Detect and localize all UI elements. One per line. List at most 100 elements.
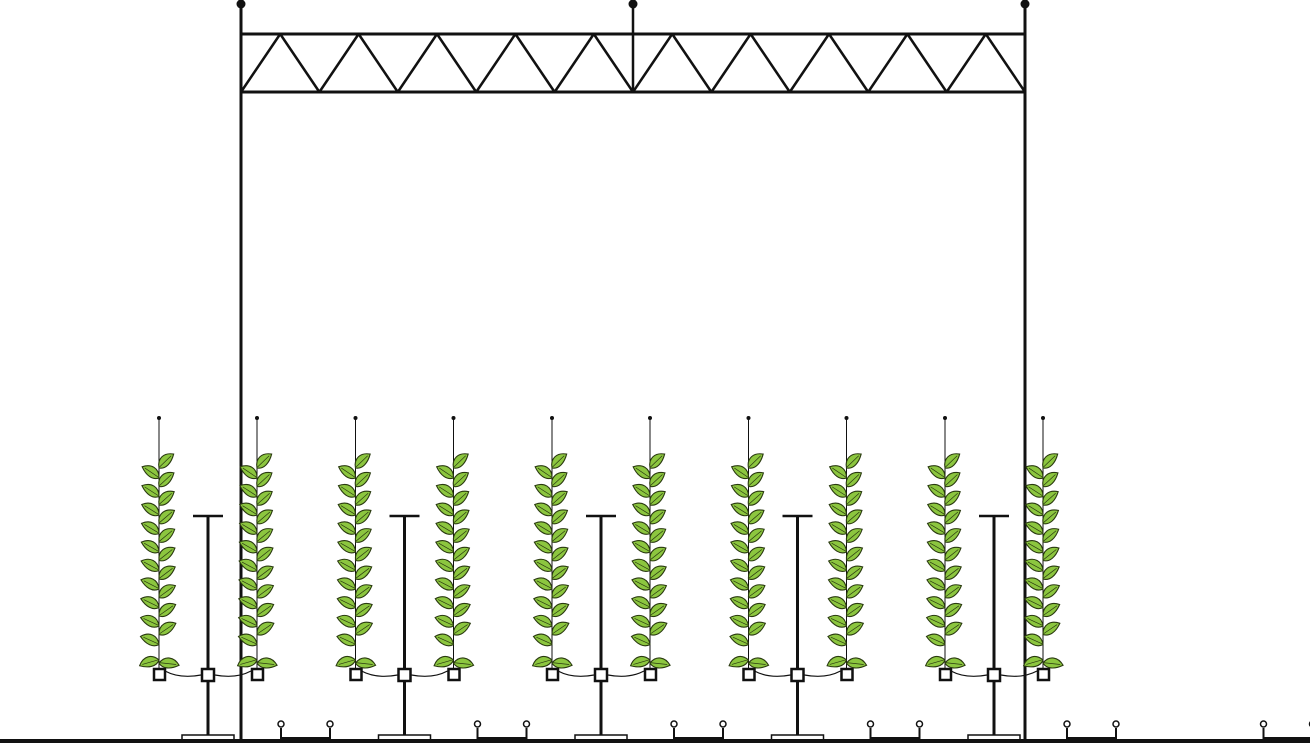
leaf-vein <box>257 586 271 597</box>
leaf <box>925 633 946 647</box>
leaf-vein <box>438 542 453 552</box>
truss-node <box>628 0 638 9</box>
leaf <box>649 546 667 562</box>
leaf-blade <box>944 453 961 469</box>
leaf <box>944 546 962 562</box>
leaf-vein <box>339 599 355 608</box>
leaf <box>435 540 455 554</box>
leaf <box>140 558 160 572</box>
leaf <box>238 558 258 572</box>
leaf-blade <box>729 577 750 591</box>
leaf-vein <box>635 505 650 515</box>
leaf-vein <box>748 605 763 616</box>
leaf-vein <box>241 561 257 571</box>
leaf <box>729 614 750 628</box>
leaf-vein <box>1027 636 1043 645</box>
leaf-vein <box>634 618 650 626</box>
leaf-vein <box>552 568 566 579</box>
leaf-vein <box>633 659 649 665</box>
leaf <box>238 596 258 610</box>
leaf-vein <box>552 511 566 523</box>
leaf <box>845 565 864 580</box>
leaf-vein <box>830 618 846 626</box>
leaf-vein <box>160 662 177 665</box>
leaf <box>845 490 863 506</box>
leaf-vein <box>143 542 159 552</box>
leaf <box>158 471 175 488</box>
leaf <box>828 521 848 535</box>
plant <box>236 416 278 682</box>
leaf-vein <box>733 486 748 496</box>
leaf <box>845 528 863 543</box>
leaf-blade <box>434 614 455 628</box>
growing-block <box>349 667 363 682</box>
pipe-clip <box>473 720 482 728</box>
leaf-vein <box>846 455 859 468</box>
leaf <box>452 657 475 669</box>
leaf-blade <box>434 577 455 591</box>
roof-truss <box>236 0 1030 94</box>
leaf <box>925 614 946 628</box>
leaf-vein <box>552 530 566 542</box>
leaf <box>256 546 274 562</box>
leaf <box>158 453 175 469</box>
leaf <box>828 502 848 517</box>
leaf <box>533 502 553 517</box>
leaf <box>730 540 750 554</box>
leaf-vein <box>731 659 748 665</box>
leaf-vein <box>438 524 453 533</box>
leaf <box>649 621 668 636</box>
leaf-vein <box>846 530 860 542</box>
truss-diagonal <box>906 33 948 93</box>
leaf <box>354 471 372 488</box>
leaf-vein <box>437 636 453 645</box>
leaf-blade <box>631 577 651 591</box>
leaf-vein <box>846 549 861 560</box>
leaf <box>140 521 160 535</box>
truss-diagonal <box>435 33 478 93</box>
leaf <box>632 465 651 480</box>
pipe-rail-fixture <box>1063 720 1120 739</box>
leaf <box>730 465 750 480</box>
leaf-vein <box>748 493 762 505</box>
leaf-blade <box>728 655 750 668</box>
leaf-blade <box>926 577 946 591</box>
leaf <box>730 521 750 535</box>
leaf <box>452 546 471 562</box>
leaf <box>236 655 258 668</box>
leaf-vein <box>242 486 257 496</box>
leaf-vein <box>159 586 173 597</box>
leaf-blade <box>1042 453 1059 469</box>
truss-diagonal <box>984 33 1027 93</box>
leaf <box>337 521 357 535</box>
leaf <box>256 603 275 618</box>
leaf <box>747 603 766 618</box>
leaf <box>533 577 553 591</box>
leaf <box>534 465 553 480</box>
leaf <box>1025 465 1044 480</box>
leaf <box>337 465 357 480</box>
growing-block <box>742 667 756 682</box>
leaf-vein <box>453 455 466 468</box>
leaf <box>354 603 373 618</box>
leaf <box>141 465 160 480</box>
leaf <box>827 577 848 591</box>
leaf <box>256 584 275 599</box>
leaf-vein <box>635 524 650 533</box>
leaf <box>730 483 750 498</box>
leaf-vein <box>634 542 650 552</box>
leaf-vein <box>552 455 565 468</box>
leaf-vein <box>536 561 552 571</box>
leaf-vein <box>355 530 369 542</box>
leaf-vein <box>355 511 369 523</box>
leaf-vein <box>929 618 945 626</box>
leaf <box>747 546 766 562</box>
leaf <box>237 614 258 628</box>
leaf-vein <box>831 542 846 552</box>
leaf-vein <box>930 467 945 478</box>
post-node <box>790 667 805 683</box>
leaf <box>631 502 651 517</box>
leaf-vein <box>930 486 945 496</box>
leaf-vein <box>453 549 468 560</box>
